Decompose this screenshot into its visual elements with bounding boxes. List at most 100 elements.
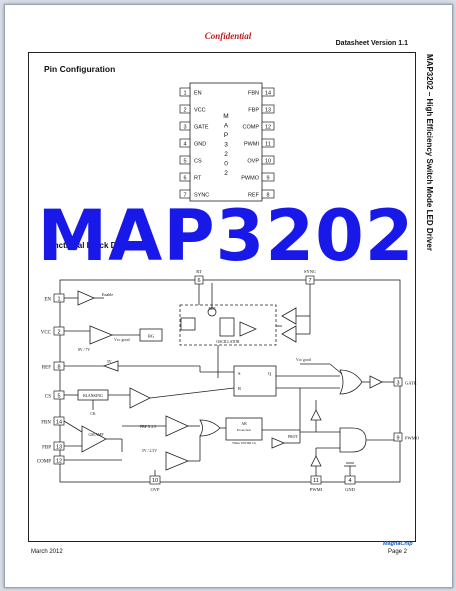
confidential-mark: Confidential	[204, 31, 252, 41]
diagram-label-oscillator: OSCILLATOR	[216, 340, 240, 344]
pin-name: GATE	[194, 125, 209, 131]
pin-box	[261, 104, 275, 114]
bd-pin-number: 7	[308, 278, 311, 284]
pin-number: 14	[265, 91, 271, 97]
bd-pin-name: PWMI	[310, 487, 323, 492]
chip-label-char: 0	[224, 161, 228, 168]
chip-label-char: M	[223, 113, 228, 120]
chip-label-char: 2	[224, 151, 228, 158]
diagram-label-vcc-good-2: Vcc good	[296, 358, 311, 362]
bd-pin-box	[53, 326, 65, 336]
diagram-label-s: S	[238, 371, 241, 376]
bd-pin-name: EN	[44, 298, 51, 303]
diagram-label-vcc-good: Vcc good	[114, 337, 129, 342]
pin-number: 1	[183, 91, 186, 97]
pin-name: COMP	[243, 125, 260, 131]
pin-number: 4	[183, 142, 186, 148]
diagram-label-ovp-ref: 5V / 2.5V	[142, 449, 157, 453]
diagram-label-ref-5v: 5V	[107, 360, 112, 364]
pin-number: 9	[266, 176, 269, 182]
datasheet-version: Datasheet Version 1.1	[335, 40, 408, 47]
bd-pin-name: FBP	[42, 446, 51, 451]
pin-number: 10	[265, 159, 271, 165]
bd-pin-box	[53, 441, 65, 451]
pin-number: 6	[183, 176, 186, 182]
pin-number: 3	[183, 125, 186, 131]
pin-box	[261, 189, 275, 199]
bd-pin-number: 1	[57, 297, 60, 303]
pin-box	[179, 121, 191, 131]
footer-date: March 2012	[31, 549, 63, 555]
bd-pin-number: 12	[56, 459, 62, 465]
bd-pin-box	[53, 416, 65, 426]
bd-pin-number: 13	[56, 445, 62, 451]
bd-pin-number: 11	[313, 478, 319, 484]
diagram-label-fbp-ref: FBP X 2.5	[140, 425, 156, 429]
pin-name: FBP	[248, 108, 259, 114]
bd-pin-box	[149, 475, 161, 485]
pin-name: RT	[194, 176, 202, 182]
pin-number: 7	[183, 193, 186, 199]
bd-pin-box	[393, 432, 403, 442]
pin-name: SYNC	[194, 193, 209, 199]
bd-pin-box	[53, 361, 65, 371]
pin-name: OVP	[247, 159, 259, 165]
chip-label-char: 2	[224, 170, 228, 177]
bd-pin-name: REF	[42, 366, 51, 371]
pin-number: 12	[265, 125, 271, 131]
bd-pin-number: 14	[56, 420, 62, 426]
content-border	[28, 52, 416, 542]
pin-name: GND	[194, 142, 206, 148]
bd-pin-name: VCC	[41, 331, 52, 336]
pin-box	[261, 121, 275, 131]
pin-box	[179, 138, 191, 148]
diagram-label-blanking: BLANKING	[83, 394, 103, 398]
pin-number: 5	[183, 159, 186, 165]
block-diagram	[59, 279, 401, 483]
pin-box	[179, 104, 191, 114]
bd-pin-number: 2	[57, 330, 60, 336]
pin-name: CS	[194, 159, 202, 165]
bd-pin-name: SYNC	[304, 269, 316, 274]
diagram-label-uvlo: 8V / 7V	[78, 348, 90, 352]
pin-box	[179, 189, 191, 199]
bd-pin-number: 6	[197, 278, 200, 284]
pin-box	[179, 155, 191, 165]
overlay-title: MAP3202	[37, 195, 415, 277]
pin-name: PWMI	[244, 142, 259, 148]
pin-box	[179, 87, 191, 97]
diagram-label-enable: Enable	[102, 292, 113, 297]
bd-pin-name: PWMO	[405, 436, 420, 441]
bd-pin-number: 4	[348, 478, 351, 484]
diagram-label-alt-block-2: Protection	[237, 428, 251, 432]
diagram-label-gm-amp: GM AMP	[88, 433, 103, 437]
diagram-label-q: Q	[268, 371, 272, 376]
bd-pin-number: 8	[57, 365, 60, 371]
diagram-label-alt-block-1: AB	[241, 422, 247, 426]
bd-pin-box	[344, 475, 356, 485]
bd-pin-number: 10	[152, 478, 158, 484]
bd-pin-box	[53, 390, 65, 400]
pin-number: 13	[265, 108, 271, 114]
bd-pin-box	[53, 293, 65, 303]
block-diagram-title: Functional Block Diagram	[44, 241, 143, 250]
bd-pin-box	[53, 455, 65, 465]
page-number: Page 2	[388, 549, 408, 555]
pin-number: 2	[183, 108, 186, 114]
chip-label-char: A	[224, 123, 229, 130]
pin-name: PWMO	[241, 176, 259, 182]
bd-pin-box	[310, 475, 322, 485]
bd-pin-name: GND	[345, 487, 355, 492]
bd-pin-name: FBN	[41, 421, 51, 426]
diagram-label-prot: PROT	[288, 435, 298, 439]
bd-pin-number: 3	[396, 381, 399, 387]
sidebar-title: MAP3202 – High Efficiency Switch Mode LE…	[425, 54, 434, 251]
bd-pin-name: COMP	[37, 460, 51, 465]
diagram-label-pwm-timer: Timer 655360 Ck	[232, 441, 256, 445]
bd-pin-name: RT	[196, 269, 202, 274]
diagram-label-bg: BG	[148, 334, 155, 339]
bd-pin-name: CS	[45, 395, 51, 400]
pin-box	[261, 172, 275, 182]
chip-label-char: 3	[224, 142, 228, 149]
